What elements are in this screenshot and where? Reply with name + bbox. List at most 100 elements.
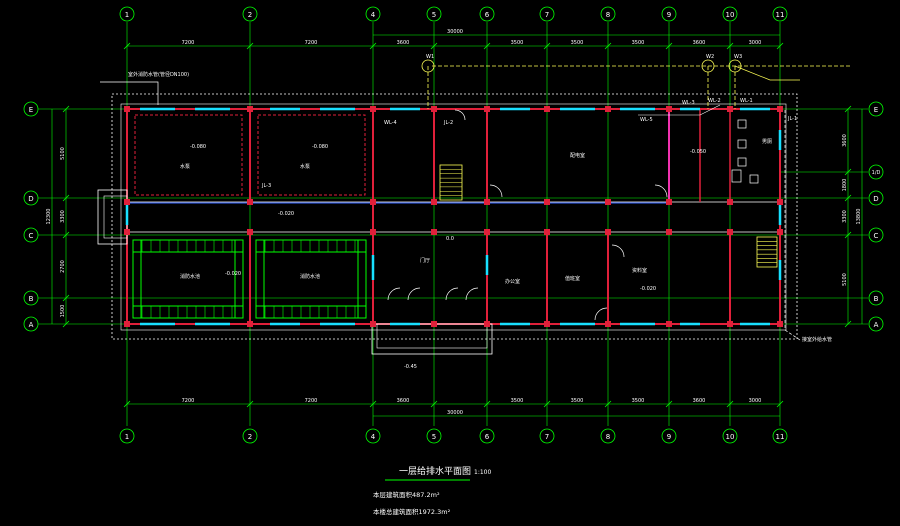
pump-area: [257, 114, 366, 196]
axis-bubble-label: 4: [371, 11, 376, 19]
pipe-label: JL-2: [443, 120, 453, 126]
level-label: -0.020: [278, 211, 294, 217]
pipe-label: JL-1: [787, 116, 797, 122]
column: [124, 321, 130, 327]
level-label: 0.0: [446, 236, 454, 242]
axis-bubble: [479, 428, 495, 444]
grid-lines: [38, 22, 868, 426]
inspection-well: [421, 59, 435, 73]
dimension-total: 30000: [447, 29, 463, 35]
dimension-tick: [62, 194, 70, 202]
column: [605, 229, 611, 235]
pipe-label: WL-2: [708, 98, 721, 104]
toilet-fixture: [737, 157, 747, 167]
dimension-tick: [844, 194, 852, 202]
inspection-well: [701, 59, 715, 73]
axis-bubble: [772, 428, 788, 444]
axis-bubble: [868, 164, 884, 180]
axis-bubble-label: 8: [606, 11, 610, 19]
dimension-tick: [543, 400, 551, 408]
tank-edge: [255, 305, 367, 319]
axis-bubble-label: 10: [726, 433, 735, 441]
dimension-value: 3500: [511, 40, 524, 46]
notes: 室外消防水管(管径DN100) 接室外给水管: [128, 71, 832, 343]
toilet-fixture: [737, 119, 747, 129]
axis-bubble: [772, 6, 788, 22]
dimension-tick: [844, 320, 852, 328]
axis-bubble: [426, 6, 442, 22]
dimension-tick: [62, 231, 70, 239]
stair: [756, 236, 778, 268]
dimension-total: 13800: [856, 209, 862, 225]
dimension-tick: [430, 400, 438, 408]
column: [431, 321, 437, 327]
leader-line: [100, 81, 159, 105]
pipe-labels: WL-4 JL-2 WL-3 WL-2 WL-1 JL-1 WL-5 JL-3 …: [261, 54, 797, 189]
axis-bubble: [23, 101, 39, 117]
room-label: 水泵: [180, 163, 190, 170]
room-label: 配电室: [570, 152, 585, 159]
axis-bubble-label: E: [874, 106, 878, 114]
toilet-fixture: [731, 169, 742, 183]
tank-edge: [132, 305, 244, 319]
fixtures: [132, 109, 778, 321]
column: [544, 321, 550, 327]
column: [247, 106, 253, 112]
dimension-value: 7200: [305, 398, 318, 404]
dimension-tick: [246, 42, 254, 50]
dimension-tick: [62, 105, 70, 113]
entry-porch-inner: [376, 323, 488, 349]
room-label: 资料室: [632, 267, 647, 274]
axis-bubble-label: C: [29, 232, 34, 240]
dimension-value: 3000: [749, 40, 762, 46]
pipe-label: W2: [706, 54, 714, 60]
dimension-value: 3500: [571, 398, 584, 404]
dimension-tick: [483, 400, 491, 408]
note-top-left: 室外消防水管(管径DN100): [128, 71, 189, 78]
dimension-tick: [123, 400, 131, 408]
dimension-value: 7200: [305, 40, 318, 46]
dimension-value: 3600: [842, 134, 848, 147]
column: [666, 199, 672, 205]
column: [727, 321, 733, 327]
column: [431, 106, 437, 112]
tank-edge: [132, 239, 244, 253]
axis-bubble: [868, 101, 884, 117]
column: [605, 106, 611, 112]
dimension-tick: [604, 42, 612, 50]
column: [484, 321, 490, 327]
axis-bubble: [868, 316, 884, 332]
axis-bubble-label: 10: [726, 11, 735, 19]
inspection-well: [728, 59, 742, 73]
dimension-value: 3600: [693, 398, 706, 404]
dimension-value: 3600: [397, 40, 410, 46]
column: [544, 199, 550, 205]
axis-bubble: [23, 290, 39, 306]
dimension-tick: [844, 168, 852, 176]
axis-bubble-label: 6: [485, 433, 490, 441]
dimension-tick: [369, 42, 377, 50]
dimension-value: 3500: [511, 398, 524, 404]
pipe-label: WL-4: [384, 120, 397, 126]
axis-bubble: [600, 428, 616, 444]
column: [727, 199, 733, 205]
dimension-tick: [726, 42, 734, 50]
column: [431, 199, 437, 205]
column: [605, 199, 611, 205]
column: [484, 229, 490, 235]
axis-bubble: [868, 190, 884, 206]
column: [605, 321, 611, 327]
axis-bubble-label: 8: [606, 433, 610, 441]
axis-bubble-label: 7: [545, 11, 549, 19]
axis-bubble-label: A: [29, 321, 34, 329]
axis-bubble: [868, 227, 884, 243]
dimension-value: 3600: [397, 398, 410, 404]
door-swing: [465, 287, 479, 301]
axis-bubble: [23, 190, 39, 206]
pipe-label: W1: [426, 54, 434, 60]
dimension-value: 3500: [571, 40, 584, 46]
leader-line: [734, 65, 800, 81]
pipe-label: WL-3: [682, 100, 695, 106]
